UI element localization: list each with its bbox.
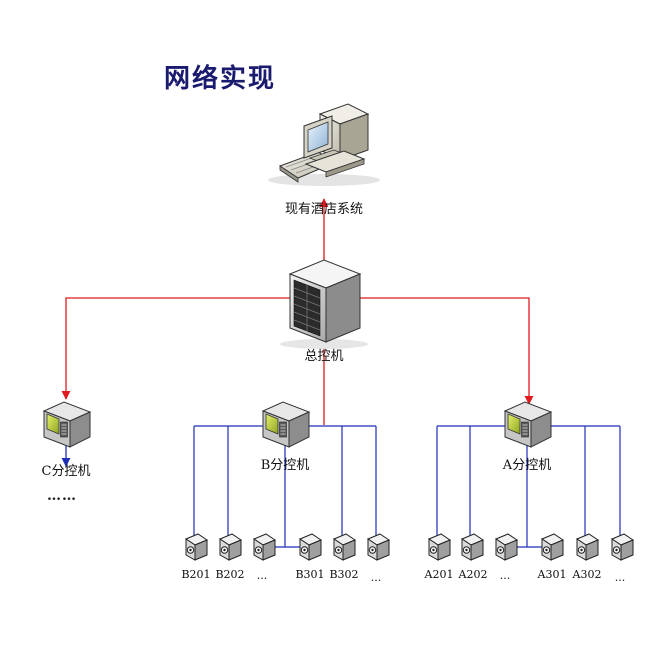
- terminal-b-more-1-icon: [253, 533, 276, 561]
- terminal-b-more-2-icon: [367, 533, 390, 561]
- terminal-label: A201: [424, 568, 454, 581]
- terminal-a302-icon: [576, 533, 599, 561]
- c-branch-link: [61, 297, 324, 400]
- terminal-label: B302: [329, 568, 359, 581]
- c-controller-icon: [43, 401, 91, 448]
- b-controller-icon: [262, 401, 310, 448]
- terminal-label: ...: [256, 569, 268, 582]
- c-more-indicator: ……: [47, 488, 77, 504]
- terminal-label: B301: [295, 568, 325, 581]
- server-cube-icon: [280, 259, 368, 349]
- a-branch-link: [326, 297, 534, 405]
- terminal-a-more-2-icon: [611, 533, 634, 561]
- terminal-label: A302: [572, 568, 602, 581]
- terminal-a202-icon: [461, 533, 484, 561]
- terminal-label: A202: [458, 568, 488, 581]
- master-controller-label: 总控机: [304, 349, 344, 364]
- terminal-a201-icon: [428, 533, 451, 561]
- terminal-label: B202: [215, 568, 245, 581]
- terminal-b302-icon: [333, 533, 356, 561]
- terminal-a301-icon: [541, 533, 564, 561]
- terminal-label: A301: [537, 568, 567, 581]
- terminal-a-more-1-icon: [495, 533, 518, 561]
- terminal-label: B201: [181, 568, 211, 581]
- terminal-label: ...: [370, 571, 382, 584]
- terminal-b301-icon: [299, 533, 322, 561]
- terminal-b201-icon: [185, 533, 208, 561]
- hotel-system-label: 现有酒店系统: [284, 202, 364, 217]
- terminal-label: ...: [499, 569, 511, 582]
- diagram-title: 网络实现: [164, 64, 277, 94]
- terminal-b202-icon: [219, 533, 242, 561]
- b-controller-label: B分控机: [260, 458, 310, 473]
- terminal-label: ...: [614, 571, 626, 584]
- a-controller-label: A分控机: [502, 458, 552, 473]
- a-controller-icon: [504, 401, 552, 448]
- c-controller-label: C分控机: [41, 464, 91, 479]
- desktop-computer-icon: [268, 103, 380, 186]
